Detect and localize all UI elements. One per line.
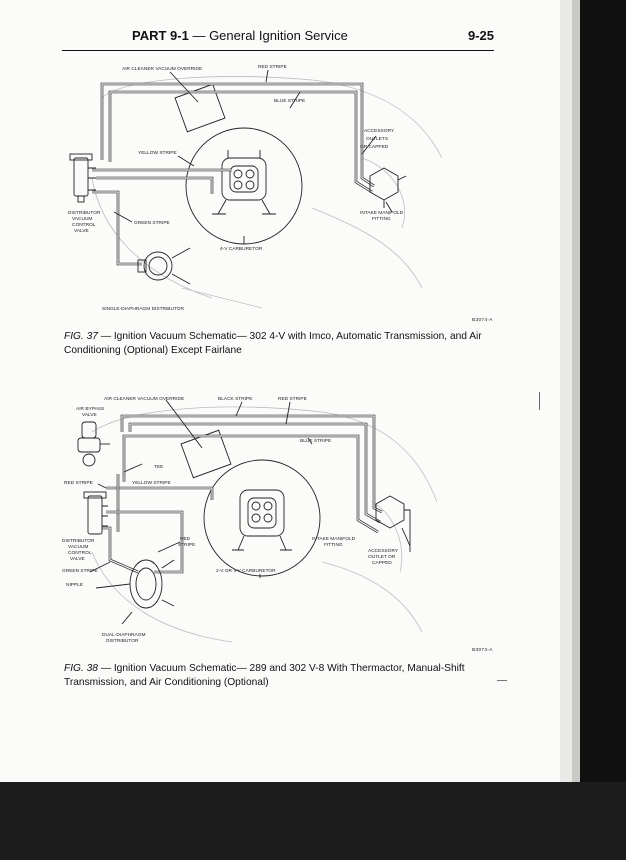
label-red-stripe: RED STRIPE — [278, 396, 307, 402]
label-red-2: STRIPE — [178, 542, 195, 548]
label-distributor-valve-3: CONTROL — [68, 550, 92, 556]
green-stripe-hose — [92, 190, 142, 266]
page-edge-shadow — [572, 0, 580, 860]
label-distributor-valve-3: CONTROL — [72, 222, 96, 228]
single-diaphragm-distributor — [137, 247, 191, 285]
manual-page — [0, 0, 560, 860]
label-blue-stripe: BLUE STRIPE — [300, 438, 331, 444]
label-distributor-2: DISTRIBUTOR — [106, 638, 139, 644]
label-red-stripe-left: RED STRIPE — [64, 480, 93, 486]
label-carburetor: 2-V OR 4-V CARBURETOR — [216, 568, 276, 574]
label-intake-manifold-2: FITTING — [372, 216, 391, 222]
carburetor-circle — [185, 127, 303, 245]
label-intake-manifold-1: INTAKE MANIFOLD — [312, 536, 356, 542]
page-header: PART 9-1 — General Ignition Service 9-25 — [62, 28, 494, 51]
black-stripe-hose — [120, 414, 383, 514]
page-edge — [560, 0, 572, 860]
page-number: 9-25 — [467, 28, 494, 43]
engine-outline — [91, 406, 438, 643]
figure-38-caption-text: — Ignition Vacuum Schematic— 289 and 302… — [64, 663, 465, 688]
margin-dash — [497, 680, 507, 681]
label-air-cleaner-override: AIR CLEANER VACUUM OVERRIDE — [104, 396, 184, 402]
label-distributor: SINGLE-DIAPHRAGM DISTRIBUTOR — [102, 306, 185, 312]
intake-manifold-fitting — [369, 167, 407, 208]
label-air-cleaner-override: AIR CLEANER VACUUM OVERRIDE — [122, 66, 202, 72]
label-yellow-stripe: YELLOW STRIPE — [138, 150, 177, 156]
label-distributor-valve-2: VACUUM — [72, 216, 92, 222]
label-green-stripe: GREEN STRIPE — [62, 568, 98, 574]
scan-background-bottom — [0, 782, 626, 860]
label-green-stripe: GREEN STRIPE — [134, 220, 170, 226]
carburetor-icon — [212, 150, 276, 215]
label-accessory-3: OR CAPPED — [360, 144, 389, 150]
title-dash: — — [188, 28, 210, 43]
carburetor-circle — [203, 459, 321, 577]
label-distributor-valve-4: VALVE — [70, 556, 85, 562]
label-air-bypass-2: VALVE — [82, 412, 97, 418]
figure-37-code: B3074-A — [472, 318, 493, 323]
label-distributor-1: DUAL-DIAPHRAGM — [102, 632, 145, 638]
figure-37-schematic: AIR CLEANER VACUUM OVERRIDE RED STRIPE B… — [68, 64, 443, 312]
green-stripe-hose — [102, 526, 139, 574]
section-title: General Ignition Service — [209, 28, 348, 43]
yellow-stripe-hose — [106, 486, 214, 500]
distributor-vacuum-control-valve — [69, 153, 96, 203]
label-accessory-1: ACCESSORY — [368, 548, 399, 554]
label-red-stripe: RED STRIPE — [258, 64, 287, 70]
label-blue-stripe: BLUE STRIPE — [274, 98, 305, 104]
label-accessory-2: OUTLETS — [366, 136, 388, 142]
figure-38-caption: FIG. 38 — Ignition Vacuum Schematic— 289… — [64, 662, 504, 690]
label-red-1: RED — [180, 536, 191, 542]
air-bypass-valve — [77, 421, 110, 467]
label-air-bypass-1: AIR BYPASS — [76, 406, 104, 412]
label-accessory-3: CAPPED — [372, 560, 392, 566]
label-intake-manifold-1: INTAKE MANIFOLD — [360, 210, 404, 216]
distributor-vacuum-control-valve — [83, 491, 108, 535]
label-accessory-1: ACCESSORY — [364, 128, 395, 134]
air-cleaner-override-valve — [180, 429, 232, 479]
label-distributor-valve-4: VALVE — [74, 228, 89, 234]
figure-38-schematic: AIR CLEANER VACUUM OVERRIDE BLACK STRIPE… — [62, 396, 438, 644]
label-tee: TEE — [154, 464, 163, 470]
label-yellow-stripe: YELLOW STRIPE — [132, 480, 171, 486]
label-distributor-valve-1: DISTRIBUTOR — [62, 538, 95, 544]
label-distributor-valve-1: DISTRIBUTOR — [68, 210, 101, 216]
scan-background-right — [580, 0, 626, 860]
intake-manifold-fitting — [375, 495, 411, 552]
part-title: PART 9-1 — General Ignition Service — [132, 28, 348, 43]
engine-outline — [91, 76, 443, 309]
label-carburetor: 4-V CARBURETOR — [220, 246, 263, 252]
label-nipple: NIPPLE — [66, 582, 83, 588]
carburetor-icon — [232, 489, 292, 551]
red-stripe-hose — [128, 422, 381, 524]
label-accessory-2: OUTLET OR — [368, 554, 396, 560]
figure-38-code: B3073-A — [472, 648, 493, 653]
figure-37-number: FIG. 37 — [64, 331, 98, 342]
figure-37-caption-text: — Ignition Vacuum Schematic— 302 4-V wit… — [64, 331, 482, 356]
label-black-stripe: BLACK STRIPE — [218, 396, 252, 402]
label-distributor-valve-2: VACUUM — [68, 544, 88, 550]
figure-37-caption: FIG. 37 — Ignition Vacuum Schematic— 302… — [64, 330, 504, 358]
part-number: PART 9-1 — [132, 28, 189, 43]
figure-38-number: FIG. 38 — [64, 663, 98, 674]
margin-mark — [539, 392, 540, 410]
label-intake-manifold-2: FITTING — [324, 542, 343, 548]
